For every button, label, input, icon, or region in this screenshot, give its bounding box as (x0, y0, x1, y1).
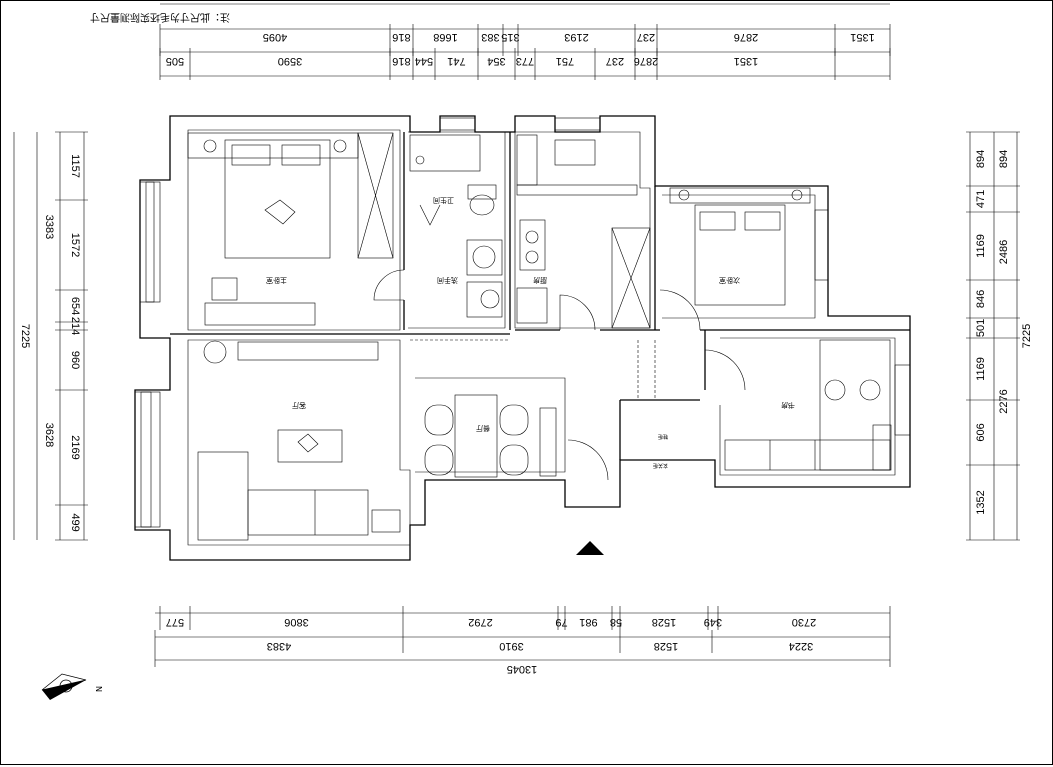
top-dim-2-9: 2876 (634, 55, 658, 67)
label-second-bedroom: 次卧室 (719, 276, 740, 285)
top-dim-1-5: 2193 (564, 31, 588, 43)
title-note-group: 注：此尺寸为毛坯实际测量尺寸 (90, 11, 230, 24)
bottom-dim-total: 13045 (507, 663, 538, 675)
left-dim-inner-0: 1157 (69, 154, 81, 178)
right-dimensions: 894 471 1169 846 501 1169 606 2486 7225 2276 1352… (966, 131, 1033, 541)
bottom-dim-total: 13045 (507, 663, 538, 675)
top-dim-2-2: 816 (392, 55, 410, 67)
left-dim-inner-6: 499 (69, 513, 81, 531)
bottom-dim-1-2: 2792 (468, 616, 492, 628)
top-dim-1-4: 315 (501, 31, 519, 43)
sofa-chaise (197, 451, 249, 541)
left-dim-outer-2: 3628 (43, 423, 55, 447)
top-dim-2-6: 773 (516, 55, 534, 67)
top-dim-2-4: 741 (447, 55, 465, 67)
right-dim-inner-2: 1169 (975, 234, 987, 258)
right-dim-inner-6: 606 (975, 423, 987, 441)
bottom-dim-2-0: 4383 (267, 640, 291, 652)
bottom-dim-1-6: 1528 (652, 616, 676, 628)
bottom-dim-1-4: 981 (579, 616, 597, 628)
bottom-dim-2-1: 3910 (499, 640, 523, 652)
label-shoe-cabinet: 鞋柜 (658, 433, 668, 440)
tv-cabinet (237, 341, 379, 361)
left-dim-outer-0: 3383 (43, 215, 55, 239)
right-dim-outer-1: 7225 (1021, 324, 1033, 348)
master-desk (204, 302, 316, 326)
sofa (247, 489, 369, 536)
right-dim-outer-3: 1352 (975, 490, 987, 514)
bottom-dim-1-7: 349 (704, 616, 722, 628)
bottom-dim-row-2: 4383 3910 1528 3224 (267, 640, 813, 652)
title-note: 注：此尺寸为毛坯实际测量尺寸 (90, 11, 230, 24)
bottom-dim-2-2: 1528 (654, 640, 678, 652)
top-dim-2-10: 1351 (734, 55, 758, 67)
dining-table (454, 394, 498, 478)
top-dim-2-0: 505 (166, 55, 184, 67)
master-wardrobe (357, 132, 394, 259)
top-dim-2-1: 3590 (278, 55, 302, 67)
top-dim-1-2: 1668 (433, 31, 457, 43)
left-dim-inner: 1157 1572 654 214 960 2169 499 (69, 154, 81, 532)
right-dim-inner: 894 471 1169 846 501 1169 606 (975, 150, 987, 442)
right-dim-outer-2: 2276 (998, 389, 1010, 413)
right-dim-outer-top: 894 (998, 150, 1010, 168)
left-dimensions: 3383 7225 3628 1157 1572 654 214 960 2169 499 (13, 131, 88, 541)
top-dim-1-1: 816 (392, 31, 410, 43)
compass-label: N (94, 686, 103, 692)
bottom-dim-1-5: 58 (610, 616, 622, 628)
top-dim-2-8: 237 (606, 55, 624, 67)
top-dim-2-3: 544 (415, 55, 433, 67)
label-study: 书房 (781, 401, 795, 410)
master-bed (224, 139, 331, 259)
top-dim-2-5: 354 (487, 55, 505, 67)
right-dim-outer-0: 2486 (998, 240, 1010, 264)
coffee-table (277, 429, 343, 463)
left-dim-inner-1: 1572 (69, 233, 81, 257)
left-dim-outer: 3383 7225 3628 (19, 215, 55, 447)
compass-icon: N (41, 673, 103, 700)
furniture (187, 132, 892, 555)
right-dim-inner-0: 894 (975, 150, 987, 168)
top-dim-1-6: 237 (637, 31, 655, 43)
label-wash-area: 洗手间 (437, 276, 458, 285)
top-dim-2-7: 751 (556, 55, 574, 67)
bottom-dimensions: 577 3806 2792 79 981 58 1528 349 2730 4383 3910 15… (154, 606, 891, 675)
bottom-dim-1-0: 577 (166, 616, 184, 628)
left-dim-inner-2: 654 (69, 297, 81, 315)
right-dim-inner-3: 846 (975, 290, 987, 308)
left-dim-inner-4: 960 (69, 351, 81, 369)
top-dim-1-8: 1351 (850, 31, 874, 43)
label-dining-room: 餐厅 (476, 424, 490, 433)
top-dim-1-7: 2876 (734, 31, 758, 43)
top-dim-1-3: 383 (481, 31, 499, 43)
label-living-room: 客厅 (292, 401, 306, 410)
left-dim-inner-5: 2169 (69, 435, 81, 459)
label-kitchen: 厨房 (533, 276, 547, 285)
bottom-dim-row-1: 577 3806 2792 79 981 58 1528 349 2730 (166, 616, 816, 628)
left-dim-outer-1: 7225 (19, 324, 31, 348)
right-dim-inner-5: 1169 (975, 357, 987, 381)
bottom-dim-1-1: 3806 (284, 616, 308, 628)
left-dim-inner-3: 214 (69, 317, 81, 335)
top-dim-1-0: 4095 (263, 31, 287, 43)
right-dim-inner-1: 471 (975, 190, 987, 208)
study-desk (724, 439, 891, 471)
right-dim-inner-4: 501 (975, 319, 987, 337)
walls (134, 115, 911, 561)
right-dim-outer: 2486 7225 2276 1352 894 (975, 150, 1033, 515)
label-bathroom: 卫生间 (433, 196, 454, 205)
doors (373, 204, 746, 481)
bottom-dim-2-3: 3224 (789, 640, 813, 652)
label-hall-cabinet: 玄关柜 (653, 462, 668, 469)
label-master-bedroom: 主卧室 (266, 276, 287, 285)
bottom-dim-1-3: 79 (555, 616, 567, 628)
bottom-dim-1-8: 2730 (792, 616, 816, 628)
room-labels: 主卧室 卫生间 洗手间 厨房 次卧室 客厅 餐厅 书房 鞋柜 玄关柜 (266, 196, 795, 469)
entrance-arrow (576, 541, 604, 555)
top-dim-row-2: 505 3590 816 544 741 354 773 751 237 2876 1351 (166, 55, 758, 67)
second-bed (694, 204, 786, 306)
